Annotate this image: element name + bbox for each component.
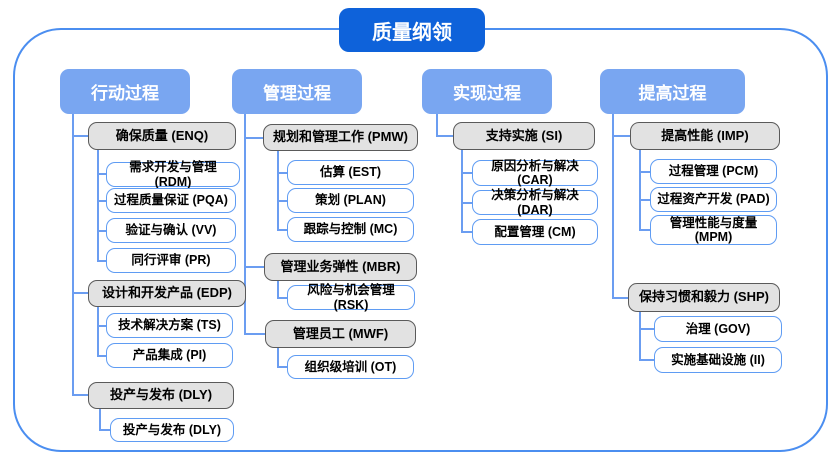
connector-line	[244, 114, 246, 334]
connector-line	[97, 230, 106, 232]
connector-line	[97, 260, 106, 262]
node-dar: 决策分析与解决 (DAR)	[472, 188, 598, 217]
node-car: 原因分析与解决 (CAR)	[472, 159, 598, 187]
connector-line	[244, 266, 264, 268]
connector-line	[99, 429, 110, 431]
connector-line	[639, 229, 650, 231]
connector-line	[97, 173, 106, 175]
connector-line	[612, 135, 630, 137]
node-ts: 技术解决方案 (TS)	[106, 313, 233, 338]
connector-line	[612, 114, 614, 298]
connector-line	[639, 359, 654, 361]
connector-line	[612, 297, 628, 299]
connector-line	[277, 200, 287, 202]
connector-line	[277, 297, 287, 299]
connector-line	[97, 150, 99, 261]
node-ii: 实施基础设施 (II)	[654, 347, 782, 373]
connector-line	[461, 172, 472, 174]
node-shp: 保持习惯和毅力 (SHP)	[628, 283, 780, 312]
node-ot: 组织级培训 (OT)	[287, 355, 414, 379]
node-est: 估算 (EST)	[287, 160, 414, 185]
node-imp: 提高性能 (IMP)	[630, 122, 780, 150]
connector-line	[639, 328, 654, 330]
connector-line	[97, 200, 106, 202]
node-pi: 产品集成 (PI)	[106, 343, 233, 368]
node-plan: 策划 (PLAN)	[287, 188, 414, 213]
connector-line	[639, 199, 650, 201]
connector-line	[639, 171, 650, 173]
node-vv: 验证与确认 (VV)	[106, 218, 236, 243]
connector-line	[639, 312, 641, 360]
connector-line	[436, 114, 438, 136]
column-header-improvement-process: 提高过程	[600, 69, 745, 114]
connector-line	[99, 409, 101, 430]
node-rsk: 风险与机会管理 (RSK)	[287, 283, 415, 312]
connector-line	[72, 114, 74, 396]
node-enq: 确保质量 (ENQ)	[88, 122, 236, 150]
connector-line	[461, 150, 463, 232]
node-pad: 过程资产开发 (PAD)	[650, 187, 777, 212]
node-mpm: 管理性能与度量 (MPM)	[650, 215, 777, 245]
connector-line	[72, 135, 88, 137]
node-mwf: 管理员工 (MWF)	[265, 320, 416, 348]
connector-line	[277, 151, 279, 230]
connector-line	[277, 172, 287, 174]
connector-line	[72, 292, 88, 294]
connector-line	[461, 202, 472, 204]
diagram-title: 质量纲领	[339, 8, 485, 52]
column-header-realization-process: 实现过程	[422, 69, 552, 114]
node-mc: 跟踪与控制 (MC)	[287, 217, 414, 242]
node-gov: 治理 (GOV)	[654, 316, 782, 342]
connector-line	[97, 355, 106, 357]
column-header-action-process: 行动过程	[60, 69, 190, 114]
node-dly: 投产与发布 (DLY)	[88, 382, 234, 409]
connector-line	[277, 229, 287, 231]
node-dly-sub: 投产与发布 (DLY)	[110, 418, 234, 442]
node-mbr: 管理业务弹性 (MBR)	[264, 253, 417, 281]
node-pr: 同行评审 (PR)	[106, 248, 236, 273]
connector-line	[72, 394, 88, 396]
connector-line	[436, 135, 454, 137]
connector-line	[461, 231, 472, 233]
node-pcm: 过程管理 (PCM)	[650, 159, 777, 184]
connector-line	[244, 333, 265, 335]
node-cm: 配置管理 (CM)	[472, 219, 598, 245]
node-pqa: 过程质量保证 (PQA)	[106, 188, 236, 213]
node-rdm: 需求开发与管理 (RDM)	[106, 160, 240, 189]
connector-line	[277, 348, 279, 367]
connector-line	[639, 150, 641, 230]
node-si: 支持实施 (SI)	[453, 122, 595, 150]
connector-line	[277, 366, 287, 368]
node-pmw: 规划和管理工作 (PMW)	[263, 124, 418, 151]
connector-line	[97, 325, 106, 327]
connector-line	[244, 137, 263, 139]
connector-line	[277, 281, 279, 298]
connector-line	[97, 306, 99, 356]
column-header-management-process: 管理过程	[232, 69, 362, 114]
node-edp: 设计和开发产品 (EDP)	[88, 280, 246, 307]
